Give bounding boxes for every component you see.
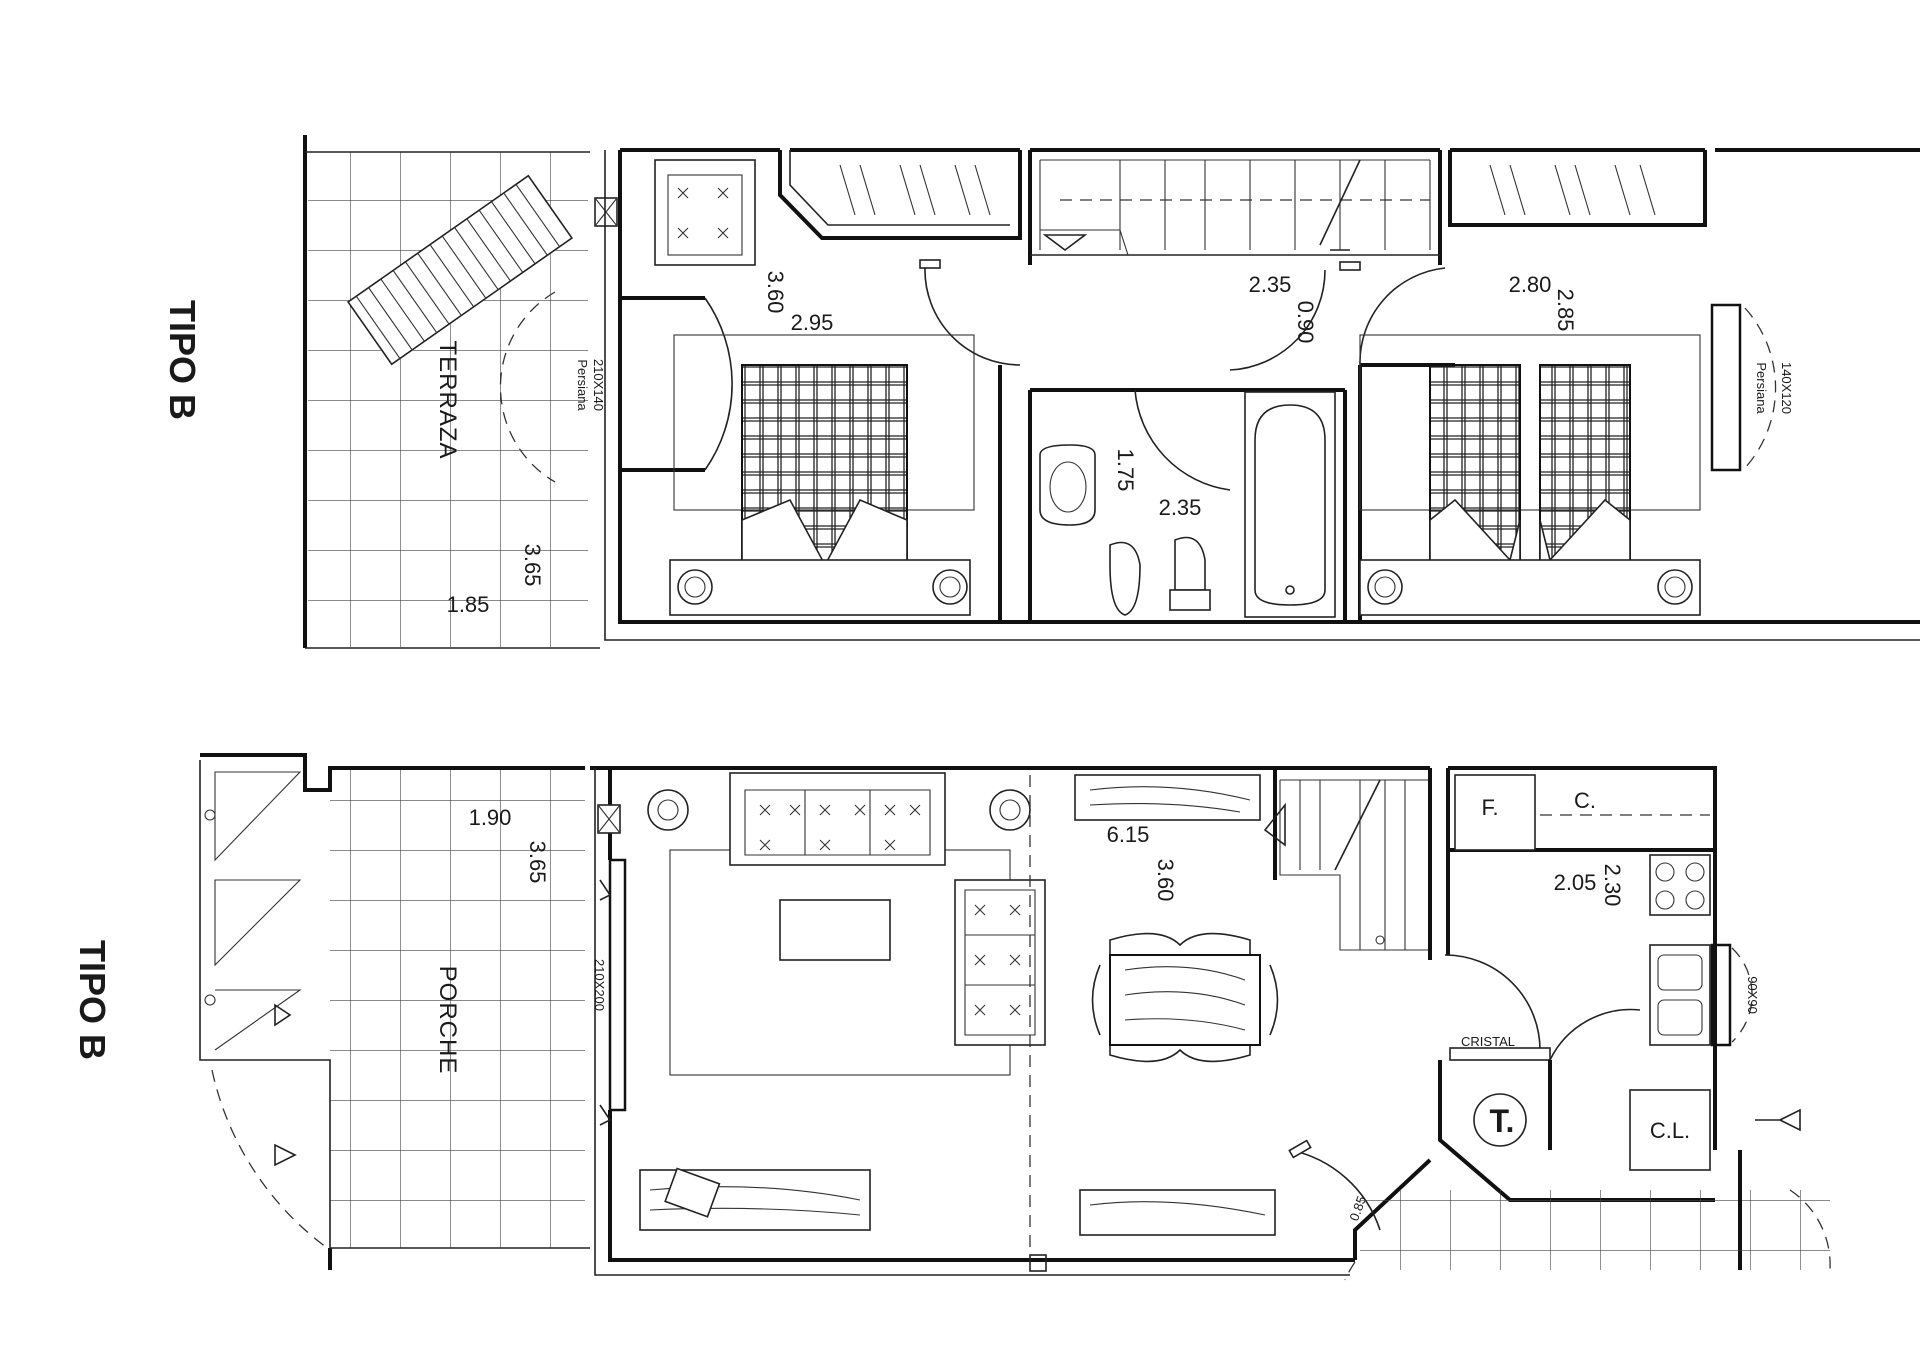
kitchen-depth: 2.30 <box>1600 864 1625 907</box>
bedroom-window-type: Persiana <box>1754 362 1769 414</box>
ground-floor: TIPO B PORCHE 1.90 3.65 210X200 <box>72 753 1831 1281</box>
second-bedroom-width: 2.80 <box>1509 272 1552 297</box>
bathroom-width: 2.35 <box>1159 495 1202 520</box>
terrace-window-type: Persiana <box>575 359 590 411</box>
entry-path <box>1360 1150 1831 1271</box>
porch-width: 1.90 <box>469 805 512 830</box>
bathroom-depth: 1.75 <box>1113 449 1138 492</box>
kitchen-window-size: 90X90 <box>1745 976 1760 1014</box>
upper-staircase <box>1028 150 1442 265</box>
kitchen: F. C. 90X90 2.05 2.30 CRISTAL <box>1444 768 1760 1061</box>
sun-lounger <box>346 174 574 366</box>
terrace-window: 210X140 Persiana <box>499 291 606 483</box>
living-depth: 3.60 <box>1153 859 1178 902</box>
bedroom-window-size: 140X120 <box>1779 362 1794 414</box>
terrace-width: 1.85 <box>447 592 490 617</box>
living-window: 210X200 <box>592 858 627 1126</box>
master-bedroom-depth: 3.60 <box>763 271 788 314</box>
ground-staircase <box>1263 768 1432 960</box>
terrace-depth: 3.65 <box>520 544 545 587</box>
upper-floor: TIPO B TERRAZA 3.65 1.85 210X140 Persian… <box>162 135 1920 649</box>
bedroom-window: Persiana 140X120 <box>1710 303 1794 472</box>
porch-label: PORCHE <box>434 966 461 1075</box>
master-bedroom-width: 2.95 <box>791 310 834 335</box>
entry-door: 0.85 <box>1288 1139 1432 1281</box>
porch: PORCHE 1.90 3.65 <box>199 753 590 1270</box>
armchair <box>654 159 756 266</box>
second-bedroom-depth: 2.85 <box>1553 289 1578 332</box>
kitchen-width: 2.05 <box>1554 870 1597 895</box>
storage-units <box>639 774 1276 1272</box>
living-window-size: 210X200 <box>592 959 607 1011</box>
laundry-label: C.L. <box>1650 1118 1690 1143</box>
second-bedroom: 2.80 2.85 <box>1359 267 1701 616</box>
upper-floor-title: TIPO B <box>162 300 203 420</box>
toilet-laundry: T. C.L. <box>1438 1060 1801 1202</box>
toilet-label: T. <box>1490 1103 1515 1139</box>
porch-depth: 3.65 <box>525 841 550 884</box>
bathroom: 1.75 2.35 <box>1039 389 1336 618</box>
terrace-window-size: 210X140 <box>591 359 606 411</box>
terrace-label: TERRAZA <box>434 340 461 459</box>
fridge-label: F. <box>1481 795 1498 820</box>
hall-depth: 0.90 <box>1293 301 1318 344</box>
living-width: 6.15 <box>1107 822 1150 847</box>
hall-width: 2.35 <box>1249 272 1292 297</box>
cristal-label: CRISTAL <box>1461 1034 1515 1049</box>
dining-table <box>1091 932 1279 1063</box>
master-bedroom: 2.95 3.60 <box>669 259 1021 616</box>
ground-floor-title: TIPO B <box>72 940 113 1060</box>
terrace: TERRAZA 3.65 1.85 <box>303 135 600 649</box>
cabinet-label: C. <box>1574 788 1596 813</box>
